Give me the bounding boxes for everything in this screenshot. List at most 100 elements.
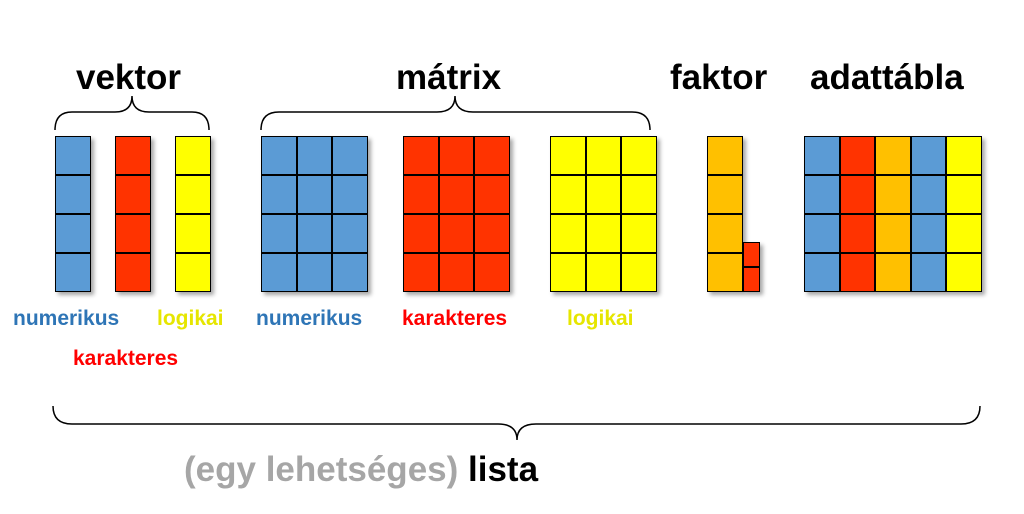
grid-cell (55, 253, 91, 292)
grid-cell (910, 136, 947, 175)
matrix-logical-label: logikai (567, 307, 634, 330)
grid-cell (621, 253, 657, 292)
grid-cell (839, 214, 876, 253)
bottom-caption-word: lista (468, 450, 539, 489)
grid-cell (910, 214, 947, 253)
grid-cell (910, 175, 947, 214)
grid-cell (875, 175, 911, 214)
matrix-title: mátrix (396, 58, 502, 97)
vektor-title: vektor (76, 58, 182, 97)
grid-cell (175, 214, 211, 253)
grid-cell (474, 175, 510, 214)
matrix-character-block (403, 136, 510, 292)
grid-cell (585, 175, 622, 214)
vector-character-block (115, 136, 151, 292)
grid-cell (946, 253, 982, 292)
grid-cell (296, 214, 333, 253)
faktor-title: faktor (670, 58, 768, 97)
grid-cell (403, 136, 439, 175)
grid-cell (115, 175, 151, 214)
grid-cell (261, 214, 297, 253)
grid-cell (946, 214, 982, 253)
grid-cell (585, 136, 622, 175)
grid-cell (707, 214, 743, 253)
grid-cell (175, 175, 211, 214)
vektor-brace (54, 95, 210, 131)
vector-character-label: karakteres (73, 347, 179, 370)
grid-cell (743, 242, 760, 267)
grid-cell (296, 175, 333, 214)
grid-cell (115, 136, 151, 175)
grid-cell (474, 136, 510, 175)
matrix-logical-block (550, 136, 657, 292)
dataframe-block (804, 136, 982, 292)
grid-cell (621, 136, 657, 175)
grid-cell (438, 214, 475, 253)
grid-cell (332, 253, 368, 292)
grid-cell (175, 136, 211, 175)
grid-cell (621, 214, 657, 253)
grid-cell (875, 253, 911, 292)
grid-cell (804, 175, 840, 214)
grid-cell (261, 136, 297, 175)
grid-cell (910, 253, 947, 292)
grid-cell (261, 253, 297, 292)
grid-cell (332, 175, 368, 214)
vector-logical-block (175, 136, 211, 292)
grid-cell (438, 136, 475, 175)
grid-cell (585, 214, 622, 253)
grid-cell (55, 175, 91, 214)
grid-cell (804, 214, 840, 253)
grid-cell (839, 136, 876, 175)
grid-cell (550, 253, 586, 292)
matrix-numeric-label: numerikus (256, 307, 363, 330)
grid-cell (261, 175, 297, 214)
grid-cell (115, 253, 151, 292)
grid-cell (707, 136, 743, 175)
matrix-brace (260, 95, 651, 131)
grid-cell (403, 175, 439, 214)
grid-cell (707, 175, 743, 214)
bottom-caption-prefix: (egy lehetséges) (184, 450, 459, 489)
grid-cell (438, 253, 475, 292)
grid-cell (875, 136, 911, 175)
vector-numeric-label: numerikus (13, 307, 120, 330)
vector-numeric-block (55, 136, 91, 292)
grid-cell (296, 136, 333, 175)
grid-cell (55, 136, 91, 175)
matrix-numeric-block (261, 136, 368, 292)
grid-cell (550, 175, 586, 214)
grid-cell (550, 136, 586, 175)
grid-cell (839, 175, 876, 214)
grid-cell (474, 253, 510, 292)
adattabla-title: adattábla (810, 58, 964, 97)
grid-cell (115, 214, 151, 253)
grid-cell (296, 253, 333, 292)
grid-cell (804, 136, 840, 175)
grid-cell (946, 136, 982, 175)
grid-cell (585, 253, 622, 292)
grid-cell (474, 214, 510, 253)
grid-cell (403, 253, 439, 292)
grid-cell (175, 253, 211, 292)
grid-cell (875, 214, 911, 253)
grid-cell (743, 267, 760, 292)
grid-cell (332, 136, 368, 175)
factor-levels-block (743, 242, 760, 292)
grid-cell (839, 253, 876, 292)
matrix-character-label: karakteres (402, 307, 508, 330)
lista-brace (52, 405, 981, 441)
grid-cell (438, 175, 475, 214)
grid-cell (621, 175, 657, 214)
grid-cell (804, 253, 840, 292)
grid-cell (550, 214, 586, 253)
grid-cell (946, 175, 982, 214)
bottom-caption: (egy lehetséges) lista (184, 452, 538, 487)
grid-cell (332, 214, 368, 253)
vector-logical-label: logikai (157, 307, 224, 330)
factor-values-block (707, 136, 743, 292)
grid-cell (55, 214, 91, 253)
grid-cell (403, 214, 439, 253)
grid-cell (707, 253, 743, 292)
